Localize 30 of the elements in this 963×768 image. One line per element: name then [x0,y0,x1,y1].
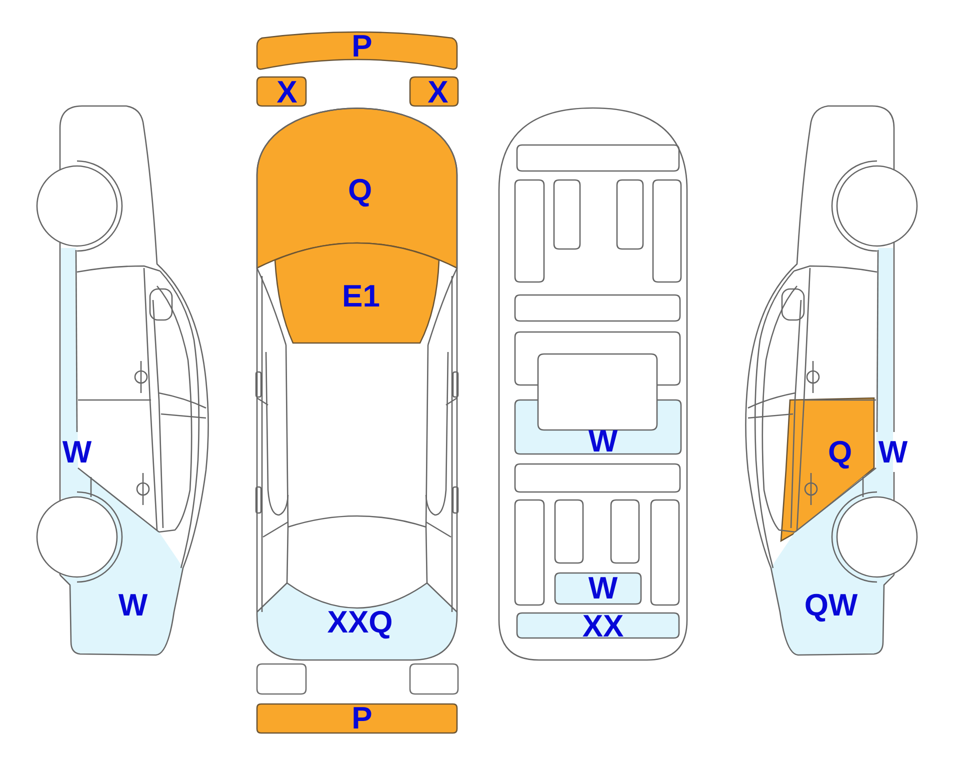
zone-code: W [118,590,148,620]
zone-code: E1 [342,280,380,312]
headlight [409,76,459,107]
rear-quarter-panel [770,476,894,656]
zone-code: XX [582,610,624,642]
zone-code: X [276,76,298,108]
zone-code: W [588,572,618,604]
rear-panel [256,582,458,661]
zone-code: Q [348,174,372,206]
underbody-panel [516,612,680,639]
underbody-panel [554,572,642,605]
rocker-panel [60,247,93,499]
zone-code: XXQ [327,606,393,638]
windshield [274,242,440,344]
zone-code: P [352,702,372,734]
zone-code: W [588,426,618,456]
zone-code: Q [828,436,852,468]
rear-door [780,397,876,542]
tail-light [256,663,307,695]
front-bumper [256,30,458,71]
hood [256,107,458,269]
zone-code: W [62,436,92,468]
zone-code: P [352,30,372,62]
zone-code: X [428,76,448,108]
tail-light [409,663,459,695]
zone-code: W [878,436,908,468]
rear-bumper [256,703,458,734]
rear-quarter-panel [60,476,184,656]
headlight [256,76,307,107]
zone-code: QW [804,590,858,620]
